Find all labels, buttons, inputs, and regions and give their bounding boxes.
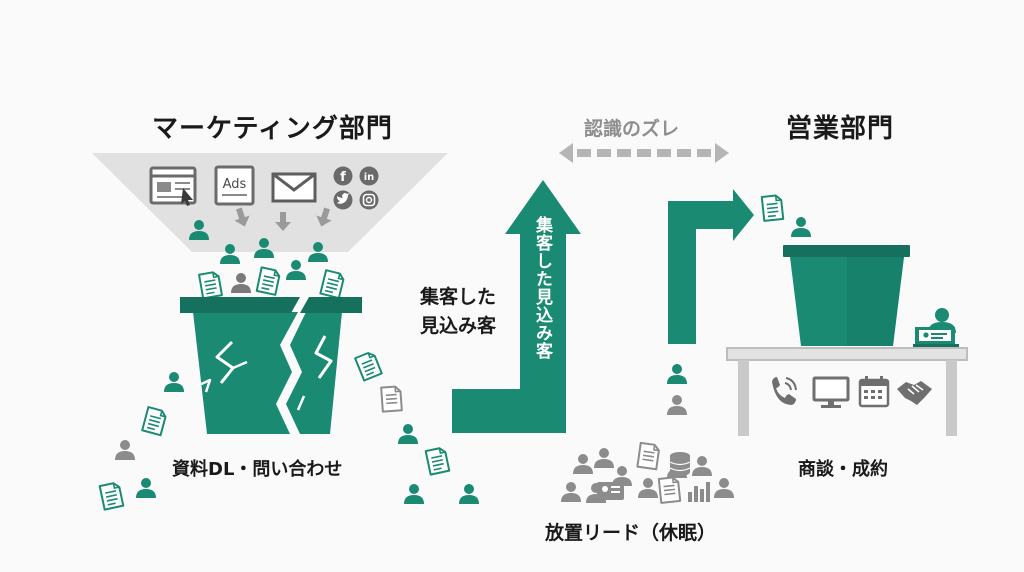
sales-department-title: 営業部門 [786, 114, 895, 144]
document-icon [255, 266, 282, 296]
leaking-person-icon [164, 372, 184, 392]
deal-caption: 商談・成約 [798, 459, 888, 480]
instagram-icon [359, 190, 379, 210]
salesperson-at-desk [913, 308, 959, 348]
svg-text:f: f [340, 170, 346, 185]
dormant-leads-pile [561, 441, 734, 504]
document-icon [198, 270, 223, 300]
svg-text:in: in [364, 172, 375, 183]
lead-person-icon [286, 260, 306, 280]
person-icon [667, 364, 687, 384]
perception-gap-arrow [559, 143, 729, 163]
id-card-icon [597, 482, 624, 500]
twitter-icon [333, 190, 353, 210]
document-icon [380, 385, 403, 413]
dormant-person-icon [692, 456, 712, 476]
document-icon [319, 269, 346, 300]
ads-icon: Ads [214, 165, 255, 206]
ads-text: Ads [223, 177, 247, 192]
broken-bucket [180, 297, 362, 434]
monitor-icon [812, 376, 850, 408]
document-icon [354, 350, 383, 382]
sales-desk [726, 347, 968, 436]
facebook-icon: f [333, 166, 353, 186]
marketing-funnel [92, 153, 448, 252]
calendar-icon [858, 376, 890, 408]
leaking-person-icon [136, 478, 156, 498]
bar-chart-icon [688, 482, 710, 502]
sales-desk-icons [772, 376, 932, 408]
email-icon [271, 172, 317, 203]
captured-leads-label: 集客した 見込み客 [420, 286, 497, 337]
inquiry-caption: 資料DL・問い合わせ [172, 459, 343, 480]
gray-lead-in-funnel [231, 273, 251, 293]
document-icon [98, 481, 125, 511]
person-icon [791, 217, 811, 237]
document-icon [636, 441, 661, 471]
leaking-person-icon [459, 484, 479, 504]
linkedin-icon: in [359, 166, 379, 186]
sales-incoming [760, 194, 811, 237]
sales-handoff-arrow [668, 189, 754, 344]
sales-bucket [783, 245, 910, 346]
dormant-person-icon [573, 454, 593, 474]
document-icon [424, 446, 451, 476]
phone-icon [772, 377, 797, 405]
person-icon [667, 395, 687, 415]
channel-icons: Ads f in [149, 165, 379, 210]
leaking-person-icon [398, 424, 418, 444]
funnel-documents [198, 266, 346, 300]
marketing-department-title: マーケティング部門 [152, 114, 393, 144]
arrow-vertical-label: 集客した見込み客 [532, 216, 552, 360]
database-icon [669, 452, 691, 476]
dormant-person-icon [561, 482, 581, 502]
person-icon [231, 273, 251, 293]
dormant-person-icon [638, 478, 658, 498]
document-icon [760, 194, 785, 222]
dormant-person-icon [594, 448, 614, 468]
perception-gap-label: 認識のズレ [584, 118, 680, 140]
marketing-lead-arrow [452, 180, 581, 433]
dormant-person-icon [714, 478, 734, 498]
handshake-icon [897, 381, 932, 405]
document-icon [141, 406, 168, 437]
webpage-icon [149, 166, 197, 206]
person-icon [115, 440, 135, 460]
handoff-people [667, 364, 687, 415]
document-icon [657, 476, 682, 504]
dormant-leads-caption: 放置リード（休眠） [545, 522, 717, 544]
leaking-person-icon [404, 484, 424, 504]
